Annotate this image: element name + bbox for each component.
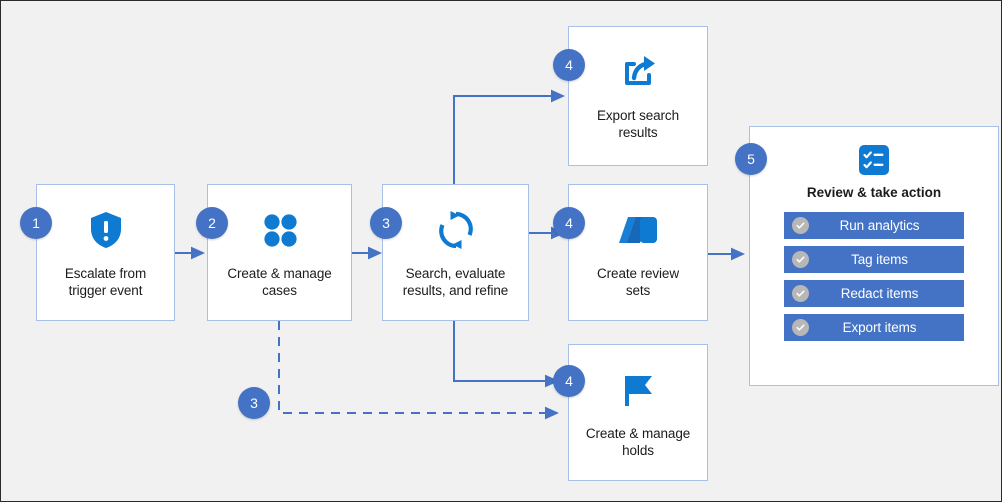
step-badge-4-reviewsets: 4 [553,207,585,239]
step-box-label: Search, evaluate results, and refine [395,265,516,299]
step-box-label: Escalate from trigger event [57,265,154,299]
action-button-label: Tag items [851,252,908,267]
shield-alert-icon [88,207,124,253]
step-label-line1: Create & manage [227,266,332,281]
action-button-tag-items[interactable]: Tag items [784,246,964,273]
connector-step3-to-export [453,89,565,184]
action-button-label: Redact items [840,286,919,301]
step-badge-2: 2 [196,207,228,239]
step-label-line2: holds [622,443,654,458]
step-label-line2: results, and refine [402,283,509,298]
four-dots-icon [261,207,299,253]
step-box-label: Create review sets [589,265,687,299]
check-circle-icon [792,217,809,234]
share-export-icon [618,49,658,95]
connector-step2-to-holds-dashed [278,321,559,420]
step-box-create-review-sets[interactable]: Create review sets [568,184,708,321]
step-badge-4-export: 4 [553,49,585,81]
step-label-line2: results [618,125,658,140]
step-label-line1: Create & manage [585,426,691,441]
step-box-create-manage-holds[interactable]: Create & manage holds [568,344,708,481]
step-label-line1: Export search [597,108,679,123]
step-label-line1: Create review [597,266,679,281]
step-box-escalate-from-trigger-event[interactable]: Escalate from trigger event [36,184,175,321]
review-action-list: Run analytics Tag items Redact items [750,212,998,341]
check-circle-icon [792,319,809,336]
review-take-action-panel[interactable]: Review & take action Run analytics Tag i… [749,126,999,386]
step-box-label: Create & manage cases [219,265,339,299]
stacked-layers-icon [616,207,660,253]
step-badge-4-holds: 4 [553,365,585,397]
dashed-path-badge-3: 3 [238,387,270,419]
refresh-sync-icon [437,207,475,253]
step-box-export-search-results[interactable]: Export search results [568,26,708,166]
action-button-label: Run analytics [839,218,920,233]
action-button-label: Export items [842,320,917,335]
step-badge-1: 1 [20,207,52,239]
checklist-icon [859,145,889,175]
flag-icon [618,367,658,413]
step-label-line2: cases [262,283,297,298]
step-label-line1: Search, evaluate [405,266,506,281]
review-panel-title: Review & take action [806,185,942,200]
action-button-redact-items[interactable]: Redact items [784,280,964,307]
step-box-create-manage-cases[interactable]: Create & manage cases [207,184,352,321]
action-button-run-analytics[interactable]: Run analytics [784,212,964,239]
step-label-line2: sets [625,283,651,298]
check-circle-icon [792,285,809,302]
step-box-label: Create & manage holds [578,425,698,459]
step-box-label: Export search results [589,107,687,141]
step-box-search-evaluate-refine[interactable]: Search, evaluate results, and refine [382,184,529,321]
connector-step3-to-holds [453,321,559,388]
step-badge-5: 5 [735,143,767,175]
step-label-line2: trigger event [68,283,143,298]
step-label-line1: Escalate from [64,266,147,281]
action-button-export-items[interactable]: Export items [784,314,964,341]
step-badge-3: 3 [370,207,402,239]
check-circle-icon [792,251,809,268]
